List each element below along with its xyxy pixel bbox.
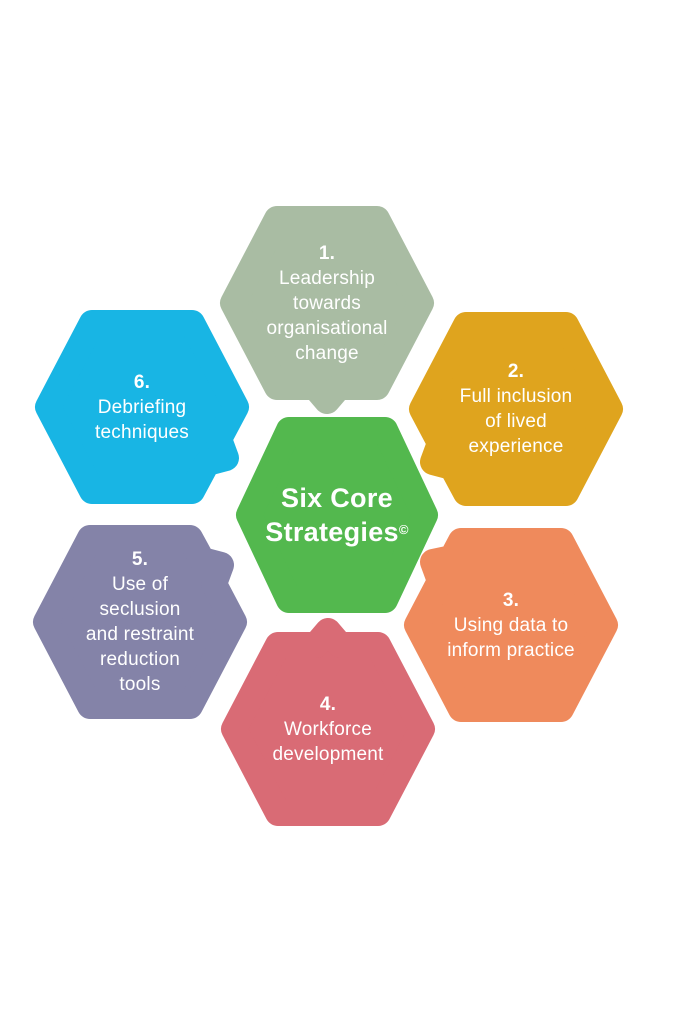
hexagon-3-using-data: 3. Using data to inform practice: [404, 528, 618, 722]
hexagon-6-label: Debriefing techniques: [95, 396, 189, 443]
hexagon-shape: [404, 528, 618, 722]
hexagon-shape: [33, 525, 247, 719]
hexagon-shape: [35, 310, 249, 504]
hexagon-3-text: 3. Using data to inform practice: [405, 529, 617, 721]
hexagon-shape: [220, 206, 434, 414]
hexagon-2-label: Full inclusion of lived experience: [459, 386, 573, 457]
hexagon-1-number: 1.: [318, 242, 336, 264]
hexagon-6-text: 6. Debriefing techniques: [36, 311, 248, 503]
hexagon-5-text: 5. Use of seclusion and restraint reduct…: [34, 526, 246, 718]
center-title-line1: Six Core: [281, 483, 393, 513]
hexagon-center-six-core-strategies: Six Core Strategies©: [236, 417, 438, 613]
hexagon-4-number: 4.: [319, 693, 337, 715]
hexagon-1-label: Leadership towards organisational change: [266, 267, 388, 364]
center-title-line2: Strategies©: [265, 517, 409, 547]
hexagon-shape: [221, 618, 435, 826]
hexagon-1-leadership: 1. Leadership towards organisational cha…: [220, 206, 434, 414]
hexagon-4-text: 4. Workforce development: [222, 633, 434, 825]
hexagon-6-debriefing: 6. Debriefing techniques: [35, 310, 249, 504]
hexagon-shape: [236, 417, 438, 613]
hexagon-2-text: 2. Full inclusion of lived experience: [410, 313, 622, 505]
hexagon-2-number: 2.: [507, 361, 525, 382]
hexagon-shape: [409, 312, 623, 506]
hexagon-3-number: 3.: [502, 589, 520, 611]
hexagon-1-text: 1. Leadership towards organisational cha…: [221, 207, 433, 399]
hexagon-5-label: Use of seclusion and restraint reduction…: [85, 574, 195, 695]
hexagon-4-workforce: 4. Workforce development: [221, 618, 435, 826]
copyright-symbol: ©: [398, 522, 409, 537]
hexagon-5-seclusion-restraint: 5. Use of seclusion and restraint reduct…: [33, 525, 247, 719]
center-hexagon-text: Six Core Strategies©: [237, 418, 437, 612]
hexagon-6-number: 6.: [133, 371, 151, 393]
hexagon-4-label: Workforce development: [272, 718, 384, 765]
hexagon-2-full-inclusion: 2. Full inclusion of lived experience: [409, 312, 623, 506]
hexagon-3-label: Using data to inform practice: [447, 614, 575, 661]
hexagon-5-number: 5.: [131, 549, 149, 570]
